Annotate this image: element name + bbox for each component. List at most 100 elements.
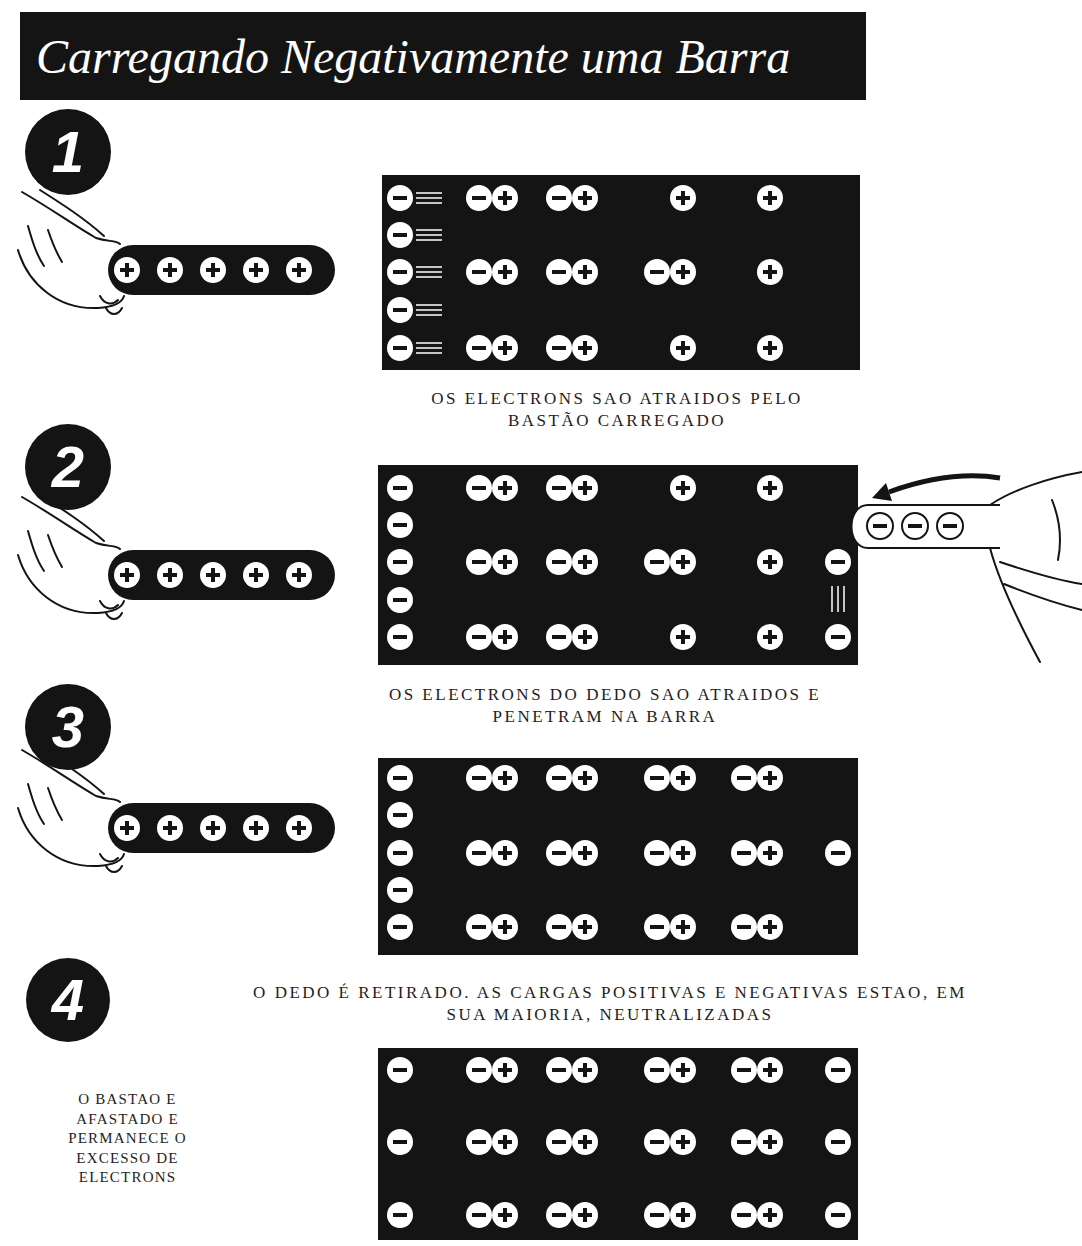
- charge-circle: [466, 1202, 492, 1228]
- plus-sign: [297, 263, 301, 277]
- charge-circle: [825, 624, 851, 650]
- minus-sign: [552, 925, 566, 929]
- charge-circle: [572, 914, 598, 940]
- plus-sign: [503, 1063, 507, 1077]
- glass-rod: [108, 550, 335, 600]
- charged-rod-in-hand: [18, 495, 335, 619]
- plus-sign: [125, 821, 129, 835]
- charge-circle: [757, 335, 783, 361]
- charge-circle: [466, 185, 492, 211]
- hand-outline: [28, 531, 44, 571]
- charge-circle: [466, 1057, 492, 1083]
- minus-sign: [393, 270, 407, 274]
- charge-circle: [387, 840, 413, 866]
- hand-outline: [100, 854, 118, 861]
- minus-sign: [393, 851, 407, 855]
- minus-sign: [650, 776, 664, 780]
- charge-circle: [644, 914, 670, 940]
- motion-line: [831, 586, 833, 612]
- step-number: 3: [25, 684, 111, 770]
- charge-circle: [387, 475, 413, 501]
- minus-sign: [472, 1213, 486, 1217]
- step-number: 2: [25, 424, 111, 510]
- plus-sign: [168, 821, 172, 835]
- motion-line: [416, 342, 442, 344]
- plus-sign: [211, 568, 215, 582]
- plus-sign: [583, 555, 587, 569]
- minus-sign: [393, 888, 407, 892]
- step-number: 1: [25, 109, 111, 195]
- metal-bar: [378, 465, 858, 665]
- charge-circle: [670, 624, 696, 650]
- charge-circle: [644, 840, 670, 866]
- plus-sign: [503, 265, 507, 279]
- minus-sign: [831, 1068, 845, 1072]
- charge-circle: [286, 815, 312, 841]
- charge-circle: [670, 549, 696, 575]
- plus-sign: [681, 265, 685, 279]
- minus-sign: [393, 346, 407, 350]
- charge-circle: [546, 185, 572, 211]
- charge-circle: [387, 297, 413, 323]
- minus-sign: [472, 776, 486, 780]
- plus-sign: [503, 555, 507, 569]
- charge-circle: [572, 335, 598, 361]
- title: Carregando Negativamente uma Barra: [36, 29, 790, 84]
- charge-circle: [157, 815, 183, 841]
- hand-outline: [106, 866, 122, 872]
- charged-bar: [378, 758, 858, 955]
- plus-sign: [583, 191, 587, 205]
- hand-outline: [1004, 584, 1082, 610]
- minus-sign: [737, 1213, 751, 1217]
- plus-sign: [681, 1063, 685, 1077]
- charge-circle: [644, 549, 670, 575]
- charge-circle: [387, 549, 413, 575]
- charge-circle: [546, 1129, 572, 1155]
- charge-circle: [757, 185, 783, 211]
- plus-sign: [297, 821, 301, 835]
- minus-sign: [552, 776, 566, 780]
- plus-sign: [768, 846, 772, 860]
- plus-sign: [503, 771, 507, 785]
- motion-line: [416, 266, 442, 268]
- charge-circle: [387, 512, 413, 538]
- charge-circle: [387, 624, 413, 650]
- charge-circle: [572, 1202, 598, 1228]
- charge-circle: [466, 335, 492, 361]
- charge-circle: [387, 335, 413, 361]
- charge-circle: [466, 624, 492, 650]
- plus-sign: [768, 1063, 772, 1077]
- plus-sign: [168, 263, 172, 277]
- charge-circle: [466, 259, 492, 285]
- charge-circle: [546, 765, 572, 791]
- charge-circle: [572, 765, 598, 791]
- hand-outline: [1000, 562, 1082, 584]
- hand-outline: [18, 808, 124, 866]
- charge-circle: [114, 562, 140, 588]
- charge-circle: [492, 840, 518, 866]
- charge-circle: [825, 840, 851, 866]
- motion-line: [416, 202, 442, 204]
- charge-circle: [200, 815, 226, 841]
- charge-circle: [387, 1129, 413, 1155]
- charge-circle: [670, 914, 696, 940]
- hand-outline: [100, 601, 118, 608]
- charge-circle: [157, 257, 183, 283]
- plus-sign: [503, 191, 507, 205]
- minus-sign: [831, 1140, 845, 1144]
- charge-circle: [387, 587, 413, 613]
- motion-line: [416, 314, 442, 316]
- charge-circle: [644, 259, 670, 285]
- caption: O BASTAO E AFASTADO E PERMANECE O EXCESS…: [35, 1090, 220, 1188]
- plus-sign: [583, 920, 587, 934]
- plus-sign: [768, 630, 772, 644]
- glass-rod: [108, 245, 335, 295]
- minus-sign: [650, 1140, 664, 1144]
- charge-circle: [937, 513, 963, 539]
- minus-sign: [650, 1068, 664, 1072]
- plus-sign: [583, 846, 587, 860]
- plus-sign: [681, 1208, 685, 1222]
- charge-circle: [757, 624, 783, 650]
- plus-sign: [681, 630, 685, 644]
